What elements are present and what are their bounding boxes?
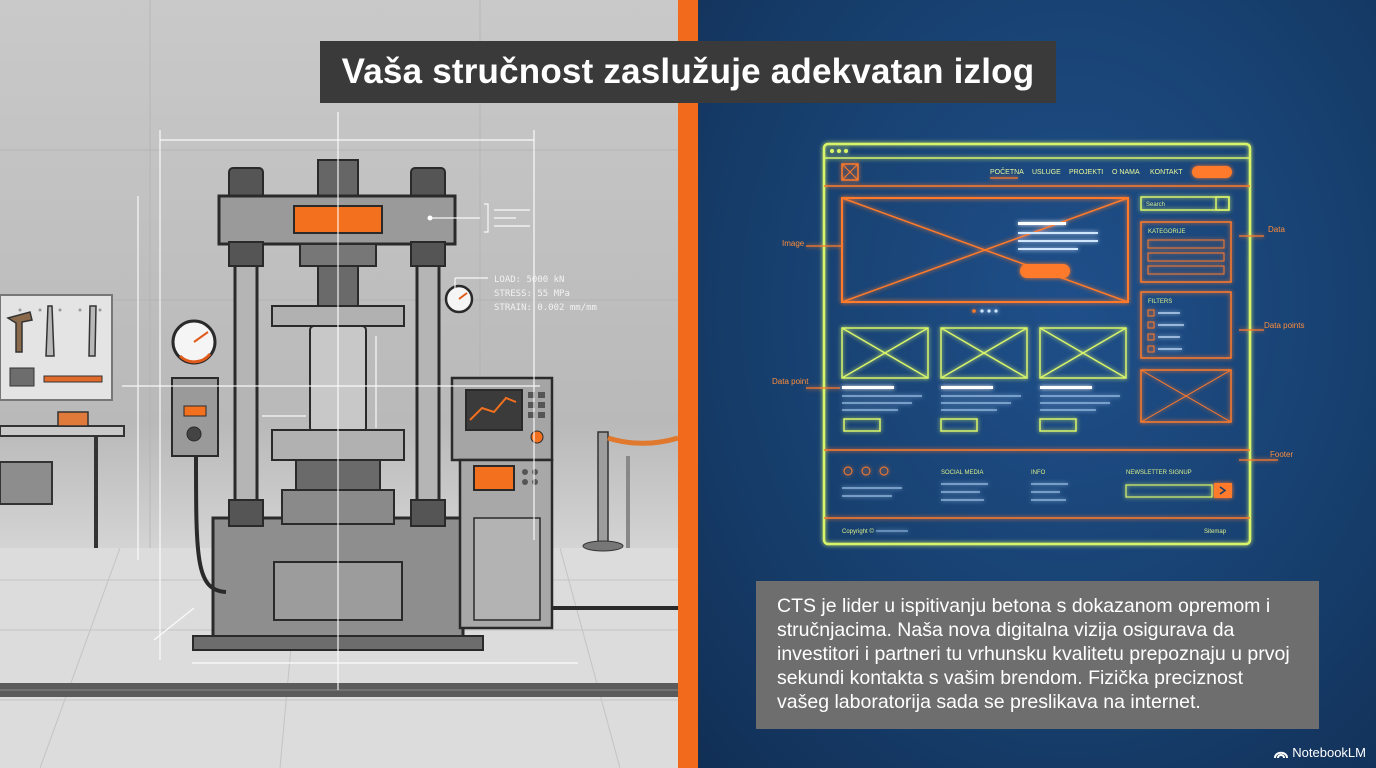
footer-copyright: Copyright © xyxy=(842,528,874,535)
press-drawing: LOAD: 5000 kN STRESS: 55 MPa STRAIN: 0.0… xyxy=(0,0,678,768)
wireframe-drawing: POČETNA USLUGE PROJEKTI O NAMA KONTAKT S… xyxy=(772,142,1304,546)
load-reading: LOAD: 5000 kN xyxy=(494,275,564,285)
orange-divider xyxy=(678,0,698,768)
callout-data-point: Data point xyxy=(772,377,809,386)
stress-reading: STRESS: 55 MPa xyxy=(494,289,570,299)
sidebar-categories-title: KATEGORIJE xyxy=(1148,229,1186,235)
footer-sitemap: Sitemap xyxy=(1204,529,1227,535)
callout-data-points: Data points xyxy=(1264,321,1304,330)
callout-data: Data xyxy=(1268,225,1285,234)
description-text: CTS je lider u ispitivanju betona s doka… xyxy=(777,595,1290,713)
nav-item-home: POČETNA xyxy=(990,167,1024,176)
footer-info-title: INFO xyxy=(1031,470,1046,476)
sidebar-filters-title: FILTERS xyxy=(1148,299,1172,305)
nav-item-services: USLUGE xyxy=(1032,169,1061,176)
nav-item-about: O NAMA xyxy=(1112,169,1140,176)
callout-image: Image xyxy=(782,239,805,248)
nav-item-contact: KONTAKT xyxy=(1150,169,1183,176)
slide-title: Vaša stručnost zaslužuje adekvatan izlog xyxy=(341,52,1035,91)
watermark-text: NotebookLM xyxy=(1292,745,1366,760)
notebooklm-logo-icon xyxy=(1274,751,1289,758)
description-box: CTS je lider u ispitivanju betona s doka… xyxy=(756,581,1319,729)
title-banner: Vaša stručnost zaslužuje adekvatan izlog xyxy=(320,41,1056,103)
concrete-press-illustration: LOAD: 5000 kN STRESS: 55 MPa STRAIN: 0.0… xyxy=(0,0,678,768)
footer-social-title: SOCIAL MEDIA xyxy=(941,470,983,476)
notebooklm-watermark: NotebookLM xyxy=(1274,745,1366,760)
nav-item-projects: PROJEKTI xyxy=(1069,169,1103,176)
strain-reading: STRAIN: 0.002 mm/mm xyxy=(494,303,597,313)
footer-newsletter-title: NEWSLETTER SIGNUP xyxy=(1126,470,1192,476)
search-placeholder: Search xyxy=(1146,202,1165,208)
callout-footer: Footer xyxy=(1270,450,1293,459)
